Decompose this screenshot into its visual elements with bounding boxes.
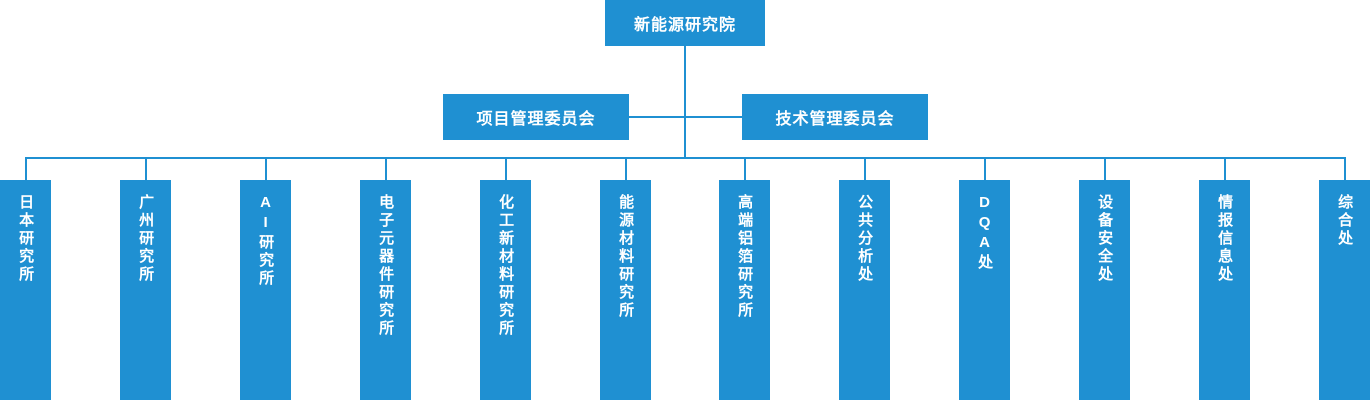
connector-committee-right <box>684 116 742 118</box>
connector-department-drop <box>504 157 507 180</box>
node-department-label: 情报信息处 <box>1216 194 1234 284</box>
connector-root-trunk-upper <box>684 46 686 117</box>
connector-department-bus <box>25 157 1345 159</box>
node-department[interactable]: 设备安全处 <box>1079 180 1130 400</box>
node-department[interactable]: 公共分析处 <box>839 180 890 400</box>
connector-department-drop <box>1103 157 1106 180</box>
node-department[interactable]: 日本研究所 <box>0 180 51 400</box>
node-committee-technical-management[interactable]: 技术管理委员会 <box>742 94 928 140</box>
connector-department-drop <box>24 157 27 180</box>
node-department[interactable]: 能源材料研究所 <box>600 180 651 400</box>
connector-department-drop <box>743 157 746 180</box>
node-department-label: 设备安全处 <box>1096 194 1114 284</box>
node-department-label: 公共分析处 <box>856 194 874 284</box>
node-department[interactable]: 化工新材料研究所 <box>480 180 531 400</box>
node-department[interactable]: 综合处 <box>1319 180 1370 400</box>
node-department[interactable]: 电子元器件研究所 <box>360 180 411 400</box>
node-department-label: 综合处 <box>1336 194 1354 248</box>
node-department-label: DQA处 <box>976 194 994 272</box>
connector-department-drop <box>1343 157 1346 180</box>
node-root[interactable]: 新能源研究院 <box>605 0 765 46</box>
node-department[interactable]: 情报信息处 <box>1199 180 1250 400</box>
connector-department-drop <box>624 157 627 180</box>
connector-department-drop <box>1223 157 1226 180</box>
node-department-label: AI研究所 <box>257 194 275 288</box>
connector-root-trunk-lower <box>684 116 686 158</box>
connector-department-drop <box>863 157 866 180</box>
node-department[interactable]: 高端铝箔研究所 <box>719 180 770 400</box>
node-department-label: 高端铝箔研究所 <box>736 194 754 320</box>
connector-committee-left <box>629 116 685 118</box>
node-department[interactable]: 广州研究所 <box>120 180 171 400</box>
node-department-label: 能源材料研究所 <box>617 194 635 320</box>
node-department-label: 广州研究所 <box>137 194 155 284</box>
connector-department-drop <box>384 157 387 180</box>
connector-department-drop <box>983 157 986 180</box>
node-department-label: 日本研究所 <box>17 194 35 284</box>
node-department-label: 电子元器件研究所 <box>377 194 395 338</box>
node-department[interactable]: DQA处 <box>959 180 1010 400</box>
node-department-label: 化工新材料研究所 <box>497 194 515 338</box>
node-department[interactable]: AI研究所 <box>240 180 291 400</box>
node-committee-project-management[interactable]: 项目管理委员会 <box>443 94 629 140</box>
connector-department-drop <box>264 157 267 180</box>
connector-department-drop <box>144 157 147 180</box>
